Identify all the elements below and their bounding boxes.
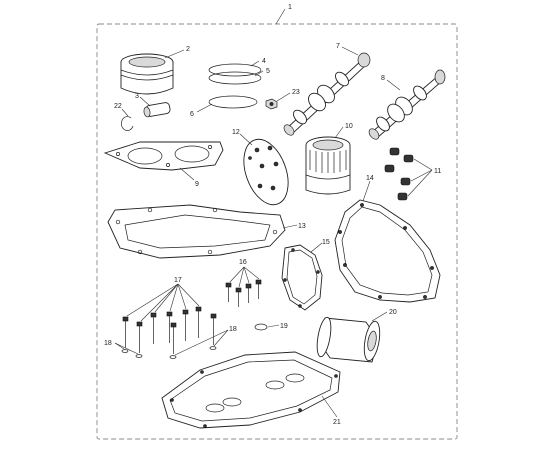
callout-piston: 2 <box>186 46 190 53</box>
callout-sump-gasket: 21 <box>333 419 341 426</box>
leader-washers-right-2 <box>213 329 229 347</box>
callout-camshaft-a: 7 <box>336 43 340 50</box>
callout-base-gasket: 13 <box>298 223 306 230</box>
callout-bolts-long: 17 <box>174 277 182 284</box>
leader-bolts-long-1 <box>126 283 179 317</box>
part-disc <box>243 138 289 206</box>
part-cover-gasket-small <box>281 244 323 311</box>
leader-bolts-short-3 <box>243 266 250 284</box>
part-cover-gasket-large <box>334 199 441 303</box>
leader-bolts-long-4 <box>169 283 179 312</box>
callout-seal-washer: 19 <box>280 323 288 330</box>
leader-valve-caps-3 <box>407 169 433 197</box>
callout-kit: 1 <box>288 4 292 11</box>
part-base-gasket <box>107 204 286 259</box>
part-valve-caps <box>384 147 414 201</box>
leader-valve-caps-1 <box>413 158 433 171</box>
part-camshaft-b <box>368 69 446 140</box>
part-plug <box>265 98 278 110</box>
leader-cover-gasket-small <box>310 242 323 253</box>
part-seal-washer <box>254 323 268 331</box>
leader-circlip <box>121 108 129 117</box>
callout-filter-case: 10 <box>345 123 353 130</box>
leader-washers-right-1 <box>174 329 229 356</box>
leader-bolts-short-4 <box>243 266 260 280</box>
callout-plug: 23 <box>292 89 300 96</box>
leader-camshaft-b <box>386 79 401 91</box>
callout-disc: 12 <box>232 129 240 136</box>
leader-bolts-long-6 <box>177 283 200 307</box>
part-ring-oil <box>208 95 258 109</box>
callout-bolts-short: 16 <box>239 259 247 266</box>
callout-camshaft-b: 8 <box>381 75 385 82</box>
part-bolts-long <box>122 306 217 354</box>
leader-oil-filter <box>371 311 388 322</box>
leader-piston <box>164 49 185 59</box>
leader-ring-oil <box>196 103 213 113</box>
leader-disc <box>239 133 253 146</box>
leader-kit <box>275 8 286 25</box>
part-oil-filter <box>316 316 381 363</box>
part-rings-upper <box>208 63 262 85</box>
part-washers <box>121 346 217 359</box>
callout-ring-oil: 6 <box>190 111 194 118</box>
leader-sump-gasket <box>321 395 338 418</box>
leader-camshaft-a <box>341 46 359 56</box>
callout-head-gasket: 9 <box>195 181 199 188</box>
callout-ring-lower: 5 <box>266 68 270 75</box>
part-circlip <box>121 116 134 131</box>
leader-seal-washer <box>267 324 280 328</box>
leader-valve-caps-2 <box>410 169 433 182</box>
leader-bolts-long-3 <box>154 283 179 313</box>
part-camshaft-a <box>283 52 371 136</box>
callout-valve-caps: 11 <box>434 168 441 175</box>
callout-washers-left: 18 <box>104 340 112 347</box>
callout-cover-gasket-large: 14 <box>366 175 374 182</box>
leader-ring-lower <box>254 70 264 77</box>
part-piston-pin <box>143 102 171 118</box>
callout-pin: 3 <box>135 93 139 100</box>
leader-head-gasket <box>179 167 195 181</box>
callout-cover-gasket-small: 15 <box>322 239 330 246</box>
leader-bolts-short-1 <box>229 266 245 283</box>
part-head-gasket <box>103 141 224 171</box>
leader-bolts-long-5 <box>177 283 187 310</box>
kit-frame <box>96 23 458 440</box>
leader-filter-case <box>334 126 344 139</box>
part-sump-gasket <box>161 351 341 429</box>
callout-ring-upper: 4 <box>262 58 266 65</box>
leader-ring-upper <box>250 60 260 67</box>
leader-cover-gasket-large <box>362 180 371 202</box>
part-piston <box>120 53 174 95</box>
leader-bolts-short-2 <box>238 266 245 288</box>
part-filter-case <box>305 136 351 195</box>
leader-pin <box>139 96 151 107</box>
callout-oil-filter: 20 <box>389 309 397 316</box>
callout-washers-right: 18 <box>229 326 237 333</box>
leader-washers-left-2 <box>114 342 139 355</box>
leader-base-gasket <box>282 224 298 229</box>
callout-circlip: 22 <box>114 103 122 110</box>
leader-bolts-long-2 <box>140 283 179 322</box>
leader-plug <box>276 92 291 102</box>
part-bolts-short <box>225 279 262 307</box>
